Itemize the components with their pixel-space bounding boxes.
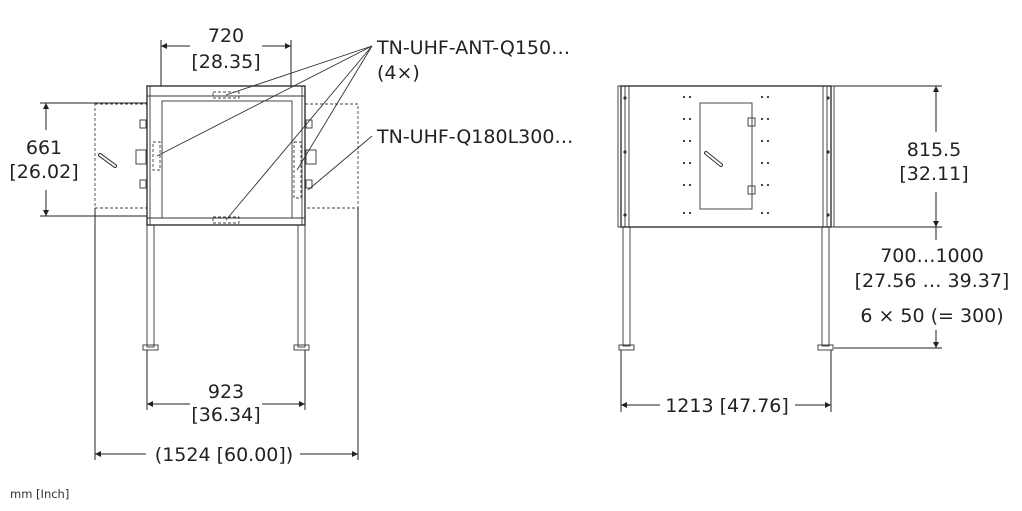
dim-815-mm: 815.5 [907, 139, 961, 161]
dim-661-mm: 661 [26, 137, 62, 159]
front-frame [146, 85, 306, 226]
front-legs [142, 224, 310, 351]
dim-adjust-steps: 6 × 50 (= 300) [860, 305, 1003, 327]
units-note: mm [Inch] [10, 487, 69, 501]
dim-923-inch: [36.34] [191, 404, 260, 426]
label-antenna-count: (4×) [377, 62, 420, 84]
label-reader: TN-UHF-Q180L300… [376, 126, 573, 148]
right-antenna-panel [304, 103, 359, 209]
dim-923 [146, 350, 306, 410]
side-legs [618, 226, 834, 351]
dim-720-inch: [28.35] [191, 51, 260, 73]
dim-stand [834, 227, 942, 349]
front-view: 720 [28.35] 661 [26.02] 923 [36.34] (152… [9, 25, 573, 466]
dim-720 [160, 40, 292, 86]
dim-1524 [94, 208, 359, 460]
door-hinge-bottom [747, 185, 756, 195]
door-handle-icon [704, 151, 723, 167]
top-antenna-mark [212, 91, 240, 99]
label-antenna: TN-UHF-ANT-Q150… [376, 37, 570, 59]
left-antenna-panel [94, 103, 148, 209]
side-view: 815.5 [32.11] 700…1000 [27.56 … 39.37] 6… [617, 85, 1010, 417]
dim-1213-text: 1213 [47.76] [665, 395, 789, 417]
right-antenna-mark [293, 141, 302, 199]
dim-661 [40, 102, 147, 217]
side-frame [620, 85, 832, 228]
handle-icon [98, 153, 117, 168]
dim-1524-text: (1524 [60.00]) [155, 444, 293, 466]
dim-815 [834, 85, 942, 228]
dim-720-mm: 720 [208, 25, 244, 47]
mount-holes [623, 95, 830, 217]
side-door [699, 102, 753, 210]
bottom-antenna-mark [212, 216, 240, 224]
leader-lines [156, 45, 373, 221]
dim-661-inch: [26.02] [9, 161, 78, 183]
dim-1213 [620, 350, 832, 412]
dim-923-mm: 923 [208, 381, 244, 403]
door-hinge-top [747, 117, 756, 127]
dim-815-inch: [32.11] [899, 163, 968, 185]
left-antenna-mark [152, 141, 161, 171]
dim-stand-inch: [27.56 … 39.37] [855, 270, 1010, 292]
dim-stand-mm: 700…1000 [880, 245, 984, 267]
